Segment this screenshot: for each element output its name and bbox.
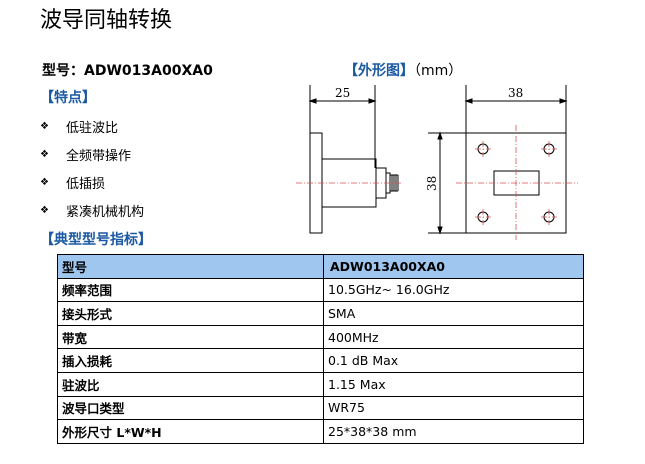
arrowhead xyxy=(308,98,317,104)
features-heading: 【特点】 xyxy=(40,90,96,106)
spec-value: 0.1 dB Max xyxy=(323,348,584,373)
dim-front-height: 38 xyxy=(425,176,439,191)
spec-key: 接头形式 xyxy=(57,301,324,326)
diamond-bullet-icon: ❖ xyxy=(40,121,49,132)
drawing-unit: （mm） xyxy=(414,63,463,79)
spec-value: 10.5GHz~ 16.0GHz xyxy=(323,277,584,303)
spec-key: 插入损耗 xyxy=(57,348,324,373)
dim-side-width: 25 xyxy=(335,86,350,100)
spec-key: 频率范围 xyxy=(57,277,324,303)
table-row: 接头形式 SMA xyxy=(57,301,584,326)
spec-value: ADW013A00XA0 xyxy=(323,254,584,279)
drawing-heading: 【外形图】（mm） xyxy=(344,60,462,80)
spec-key: 带宽 xyxy=(57,324,324,350)
spec-key: 驻波比 xyxy=(57,371,324,397)
table-row: 波导口类型 WR75 xyxy=(57,395,584,421)
spec-key: 型号 xyxy=(57,254,324,279)
feature-item: ❖ 紧凑机械机构 xyxy=(40,201,144,220)
arrowhead xyxy=(368,98,377,104)
outline-drawing: 25 38 38 xyxy=(296,85,578,240)
table-row: 驻波比 1.15 Max xyxy=(57,371,584,397)
feature-label: 紧凑机械机构 xyxy=(66,205,145,220)
table-row: 频率范围 10.5GHz~ 16.0GHz xyxy=(57,277,584,303)
arrowhead xyxy=(464,98,473,104)
arrowhead xyxy=(437,226,443,235)
feature-item: ❖ 低驻波比 xyxy=(40,117,118,136)
feature-label: 低插损 xyxy=(66,177,106,192)
table-row: 型号 ADW013A00XA0 xyxy=(57,254,584,279)
feature-item: ❖ 全频带操作 xyxy=(40,145,131,164)
feature-label: 全频带操作 xyxy=(66,149,132,164)
dim-front-width: 38 xyxy=(508,86,523,100)
arrowhead xyxy=(437,131,443,140)
spec-value: 25*38*38 mm xyxy=(323,419,584,444)
spec-heading: 【典型型号指标】 xyxy=(40,232,152,248)
diamond-bullet-icon: ❖ xyxy=(40,149,49,160)
spec-value: 1.15 Max xyxy=(323,371,584,397)
table-row: 插入损耗 0.1 dB Max xyxy=(57,348,584,373)
table-row: 带宽 400MHz xyxy=(57,324,584,350)
arrowhead xyxy=(559,98,568,104)
page-title: 波导同轴转换 xyxy=(40,8,173,33)
spec-value: 400MHz xyxy=(323,324,584,350)
diamond-bullet-icon: ❖ xyxy=(40,205,49,216)
centerlines xyxy=(296,125,578,240)
model-number: 型号：ADW013A00XA0 xyxy=(42,63,213,79)
spec-value: WR75 xyxy=(323,395,584,421)
diamond-bullet-icon: ❖ xyxy=(40,177,49,188)
spec-key: 波导口类型 xyxy=(57,395,324,421)
spec-key: 外形尺寸 L*W*H xyxy=(57,419,324,444)
drawing-heading-label: 【外形图】 xyxy=(344,63,414,79)
spec-table: 型号 ADW013A00XA0 频率范围 10.5GHz~ 16.0GHz 接头… xyxy=(57,254,584,444)
feature-item: ❖ 低插损 xyxy=(40,173,105,192)
spec-value: SMA xyxy=(323,301,584,326)
table-row: 外形尺寸 L*W*H 25*38*38 mm xyxy=(57,419,584,444)
feature-label: 低驻波比 xyxy=(66,121,119,136)
